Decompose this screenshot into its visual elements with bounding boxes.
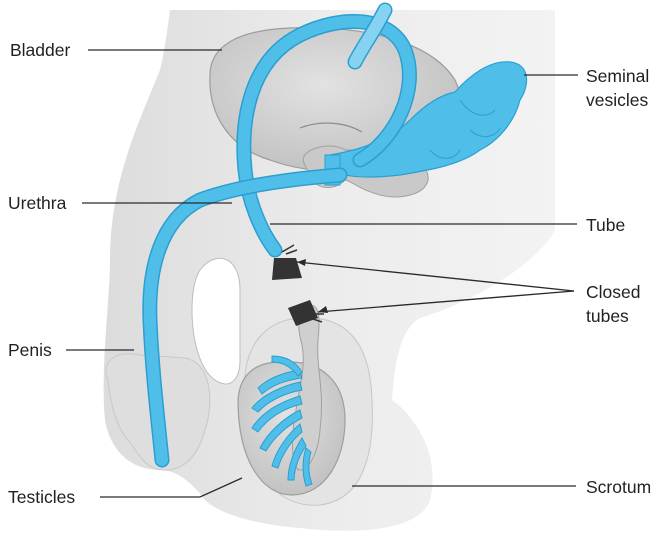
label-testicles: Testicles — [8, 487, 75, 507]
label-seminal: Seminal — [586, 66, 649, 86]
label-urethra: Urethra — [8, 193, 67, 213]
label-bladder: Bladder — [10, 40, 70, 60]
label-vesicles: vesicles — [586, 90, 648, 110]
label-scrotum: Scrotum — [586, 477, 651, 497]
label-tube: Tube — [586, 215, 625, 235]
label-closed: Closed — [586, 282, 640, 302]
label-tubes: tubes — [586, 306, 629, 326]
label-penis: Penis — [8, 340, 52, 360]
